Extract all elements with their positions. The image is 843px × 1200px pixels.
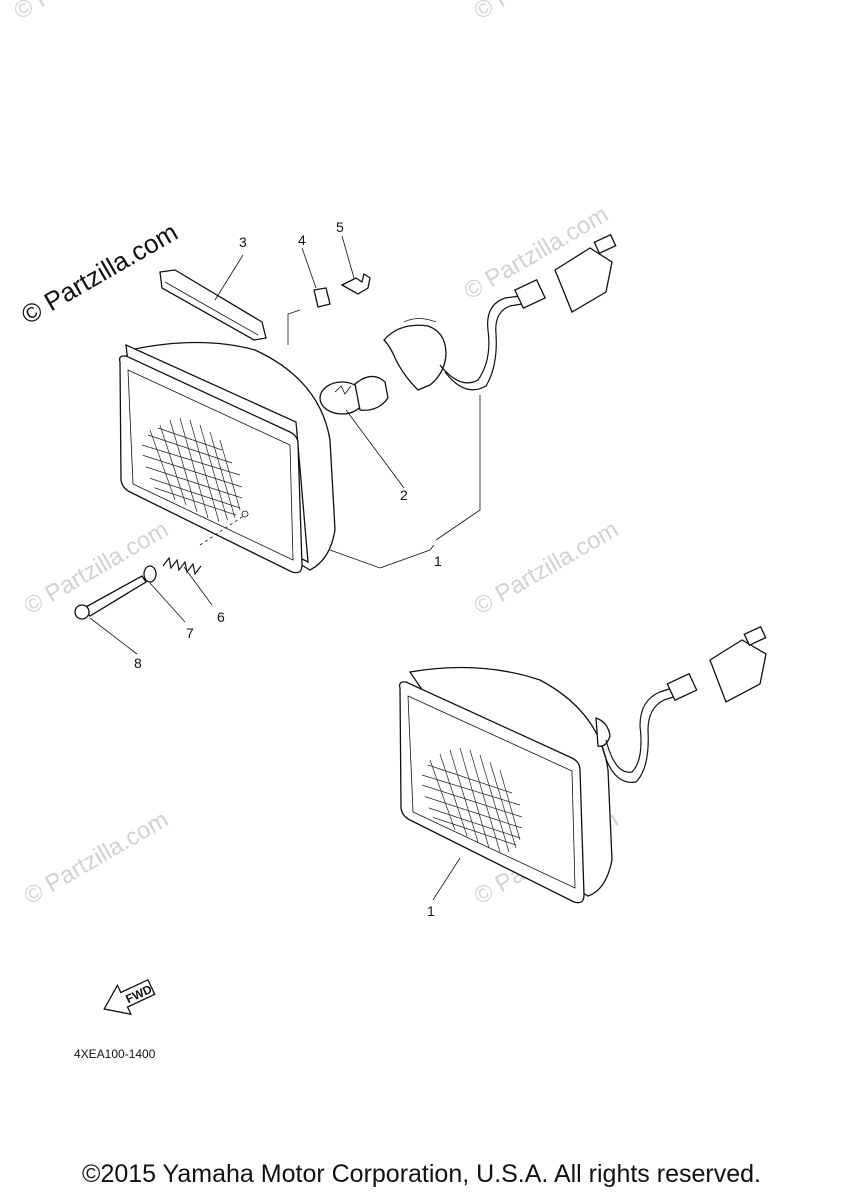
diagram-code: 4XEA100-1400 — [74, 1047, 156, 1061]
callout-label: 1 — [427, 903, 435, 919]
watermark: © Partzilla.com — [470, 516, 624, 620]
callout-label: 1 — [434, 553, 442, 569]
washer — [143, 565, 157, 583]
bulb-socket — [383, 324, 447, 391]
headlight-assembly-lower — [398, 625, 767, 904]
spring — [162, 556, 202, 576]
watermark: © Partzilla.com — [470, 0, 624, 25]
lens-grid — [141, 417, 243, 523]
watermark-main: © Partzilla.com — [16, 217, 183, 331]
callout-label: 4 — [298, 232, 306, 248]
callout-label: 5 — [336, 219, 344, 235]
callout-label: 6 — [217, 609, 225, 625]
copyright-footer: ©2015 Yamaha Motor Corporation, U.S.A. A… — [82, 1160, 761, 1188]
callout-label: 8 — [134, 655, 142, 671]
watermark: © Partzilla.com — [20, 806, 174, 910]
fwd-label: FWD — [123, 982, 154, 1006]
clip — [313, 287, 331, 308]
screw — [340, 272, 371, 295]
fwd-arrow-icon: FWD — [103, 978, 156, 1016]
watermark: © Partzilla.com — [10, 0, 164, 25]
wire-connector — [554, 247, 613, 313]
headlight-assembly-upper — [74, 233, 617, 620]
callout-label: 3 — [239, 234, 247, 250]
callout-label: 7 — [186, 625, 194, 641]
trim-strip — [159, 269, 267, 341]
callout-label: 2 — [400, 487, 408, 503]
